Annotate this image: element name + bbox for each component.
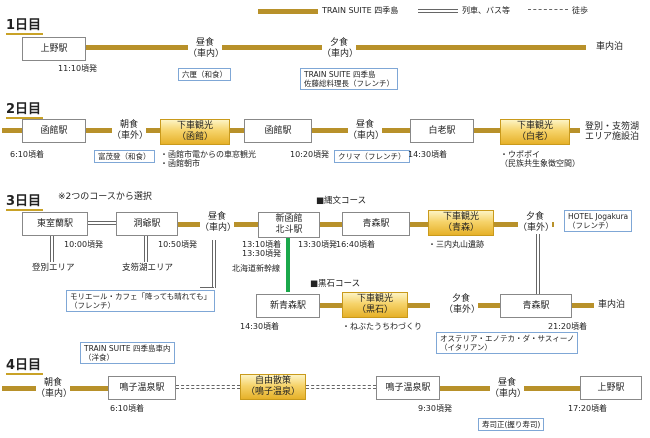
day2-breakfast: 朝食 （車外）	[112, 120, 149, 142]
day4-naruko-station-2: 鳴子温泉駅	[376, 376, 440, 400]
day2-tour-hakodate-notes: ・函館市電からの車窓観光 ・函館朝市	[160, 150, 256, 169]
day4-naruko-1-time: 6:10頃着	[110, 404, 144, 413]
day3-aomori-2-time: 21:20頃着	[548, 322, 588, 331]
day3-line-lunch-down	[212, 240, 216, 288]
day4-breakfast-note: TRAIN SUITE 四季島車内 （洋食）	[80, 342, 175, 364]
day3-line-muroran-area	[50, 236, 54, 262]
day1-ueno-time: 11:10頃発	[58, 64, 98, 73]
day2-hakodate-station-1: 函館駅	[22, 119, 86, 143]
day4-naruko-station-1: 鳴子温泉駅	[108, 376, 176, 400]
day2-tour-shiraoi-notes: ・ウポポイ （民族共生象徴空間）	[500, 150, 580, 169]
day2-breakfast-note: 富茂登（和食）	[94, 150, 155, 163]
day3-dinner-a-note: HOTEL Jogakura （フレンチ）	[564, 210, 633, 232]
day3-course-b: ■黒石コース	[310, 279, 361, 289]
day3-title: 3日目	[6, 190, 44, 211]
legend-walk-label: 徒歩	[572, 6, 588, 15]
day3-higashimuroran-time: 10:00頃発	[64, 240, 104, 249]
day4-free-walk: 自由散策 （鳴子温泉）	[240, 374, 306, 400]
day1-dinner-note: TRAIN SUITE 四季島 佐藤総料理長（フレンチ）	[300, 68, 398, 90]
day3-aomori-1-time: 16:40頃着	[336, 240, 376, 249]
day2-end: 登別・支笏湖 エリア施設泊	[585, 122, 640, 143]
day3-dinner-b-note: オステリア・エノテカ・ダ・サスィーノ （イタリアン）	[436, 332, 579, 354]
day2-tour-shiraoi: 下車観光 （白老）	[500, 119, 570, 145]
day4-ueno-time: 17:20頃着	[568, 404, 608, 413]
day3-aomori-station-2: 青森駅	[500, 294, 572, 318]
day2-hakodate-2-time: 10:20頃発	[290, 150, 330, 159]
day3-tour-kuroishi-note: ・ねぶたうちわづくり	[342, 322, 422, 331]
day3-tour-aomori-note: ・三内丸山遺跡	[428, 240, 484, 249]
day3-toya-time: 10:50頃発	[158, 240, 198, 249]
day4-walk-line-a	[176, 385, 240, 389]
day3-tour-kuroishi: 下車観光 （黒石）	[342, 292, 408, 318]
day1-dinner: 夕食 （車内）	[322, 38, 359, 60]
day3-shinaomori-time: 14:30頃着	[240, 322, 280, 331]
day1-lunch: 昼食 （車内）	[188, 38, 225, 60]
day3-tour-aomori: 下車観光 （青森）	[428, 210, 494, 236]
day2-shiraoi-station: 白老駅	[410, 119, 474, 143]
day4-breakfast: 朝食 （車内）	[36, 378, 73, 400]
day3-route-line-e	[470, 303, 500, 308]
day3-lunch-note: モリエール・カフェ「降っても晴れても」 （フレンチ）	[66, 290, 216, 312]
day4-ueno-station: 上野駅	[580, 376, 642, 400]
day3-shinaomori-station: 新青森駅	[256, 294, 320, 318]
legend-train-suite-label: TRAIN SUITE 四季島	[322, 6, 399, 15]
day4-naruko-2-time: 9:30頃発	[418, 404, 452, 413]
day1-ueno-station: 上野駅	[22, 37, 86, 61]
day2-hakodate-1-time: 6:10頃着	[10, 150, 44, 159]
day1-lunch-note: 六厘（和食）	[178, 68, 231, 81]
day3-course-a: ■縄文コース	[316, 196, 367, 206]
day3-shikotsu-area: 支笏湖エリア	[122, 263, 174, 273]
day3-line-toya-area	[144, 236, 148, 262]
day4-lunch-note: 寿司正(握り寿司)	[478, 418, 545, 431]
day3-shinkansen-line	[286, 238, 290, 292]
day3-lunch: 昼食 （車内）	[200, 212, 237, 234]
legend-other-line	[418, 9, 458, 13]
day3-shinhakodate-station: 新函館 北斗駅	[258, 212, 320, 238]
day4-walk-line-b	[306, 385, 376, 389]
day2-lunch-note: クリマ（フレンチ）	[334, 150, 410, 163]
day3-higashimuroran-station: 東室蘭駅	[22, 212, 88, 236]
day3-choice-note: ※2つのコースから選択	[58, 192, 152, 202]
day1-end: 車内泊	[596, 42, 624, 52]
day3-toya-station: 洞爺駅	[116, 212, 178, 236]
day3-dinner-a: 夕食 （車外）	[518, 212, 555, 234]
day4-lunch: 昼食 （車内）	[490, 378, 527, 400]
day3-noboribetsu-area: 登別エリア	[32, 263, 75, 273]
day3-line-vertical-a	[536, 228, 540, 298]
legend-train-suite-line	[258, 9, 318, 14]
day3-shinhakodate-dep: 13:30頃発	[298, 240, 338, 249]
day3-line-muroran-toya	[88, 221, 116, 225]
day3-shinkansen-label: 北海道新幹線	[232, 264, 280, 273]
day4-title: 4日目	[6, 354, 44, 375]
day2-shiraoi-time: 14:30頃着	[408, 150, 448, 159]
day2-tour-hakodate: 下車観光 （函館）	[160, 119, 230, 145]
legend: TRAIN SUITE 四季島 列車、バス等 徒歩	[0, 0, 650, 20]
legend-other-label: 列車、バス等	[462, 6, 510, 15]
day2-hakodate-station-2: 函館駅	[244, 119, 312, 143]
day3-dinner-b: 夕食 （車外）	[444, 294, 481, 316]
day1-title: 1日目	[6, 14, 44, 35]
day3-route-line-f	[572, 303, 594, 308]
day3-shinhakodate-times: 13:10頃着 13:30頃発	[242, 240, 282, 259]
day3-end: 車内泊	[598, 300, 626, 310]
day2-title: 2日目	[6, 98, 44, 119]
day3-aomori-station-1: 青森駅	[342, 212, 410, 236]
day2-lunch: 昼食 （車内）	[348, 120, 385, 142]
legend-walk-line	[528, 9, 568, 10]
